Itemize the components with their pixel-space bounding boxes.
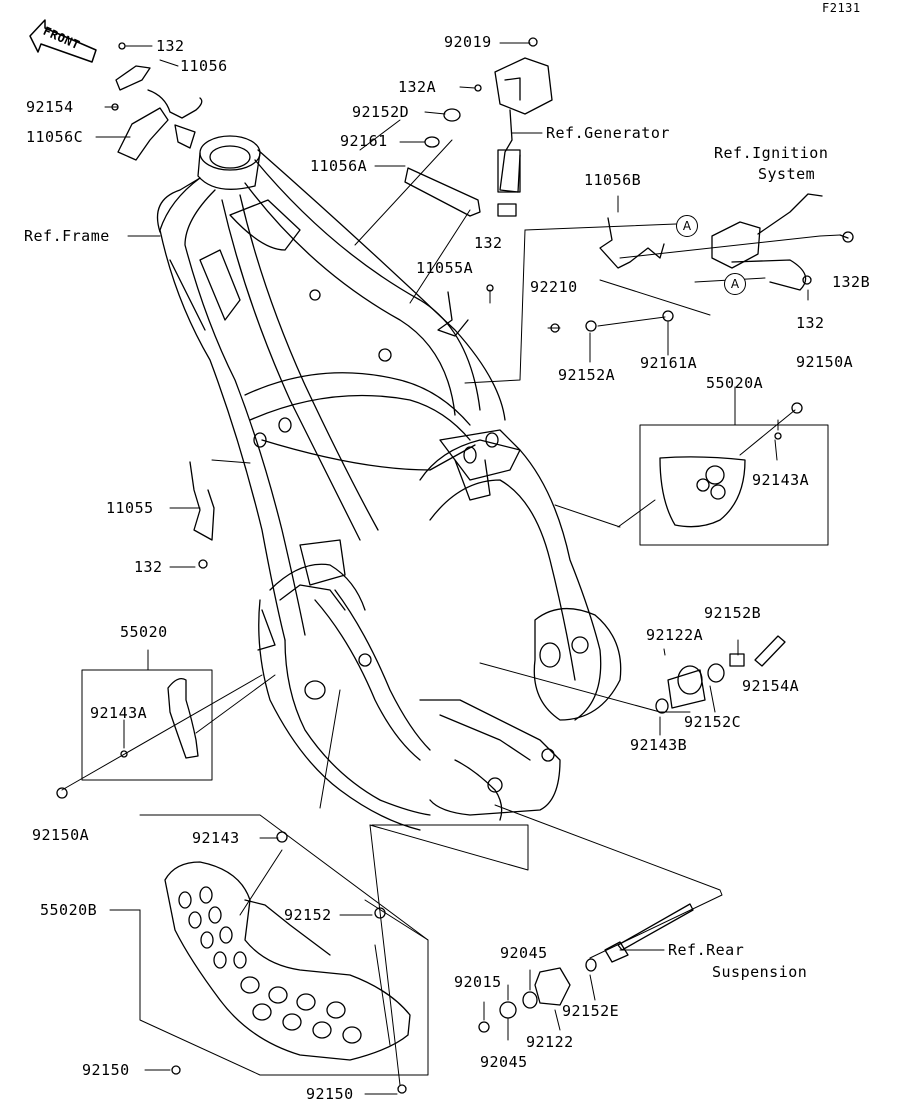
front-arrow-icon	[29, 19, 97, 63]
label-92152C: 92152C	[684, 713, 742, 731]
bracket-11055	[189, 461, 215, 569]
label-ref-ignition: Ref.Ignition	[714, 144, 829, 162]
label-92152A: 92152A	[558, 366, 616, 384]
generator-connector	[424, 37, 553, 217]
label-ref-ignition-system: System	[758, 165, 816, 183]
label-11056A: 11056A	[310, 157, 368, 175]
label-92150A-top: 92150A	[796, 353, 854, 371]
bracket-11055A	[437, 291, 469, 337]
callout-a-upper: A	[676, 215, 698, 237]
label-ref-generator: Ref.Generator	[546, 124, 670, 142]
bracket-11056	[111, 42, 203, 161]
pivot-hardware	[655, 635, 786, 714]
label-11056: 11056	[180, 57, 228, 75]
label-92122A: 92122A	[646, 626, 704, 644]
label-92154: 92154	[26, 98, 74, 116]
label-55020A: 55020A	[706, 374, 764, 392]
label-132B: 132B	[832, 273, 871, 291]
label-92161A: 92161A	[640, 354, 698, 372]
label-92045-bottom: 92045	[480, 1053, 528, 1071]
label-92019: 92019	[444, 33, 492, 51]
label-92150-left: 92150	[82, 1061, 130, 1079]
label-92152: 92152	[284, 906, 332, 924]
bracket-11056B	[486, 217, 674, 333]
label-92143A-left: 92143A	[90, 704, 148, 722]
plate-11056A	[404, 167, 481, 217]
label-92143B: 92143B	[630, 736, 688, 754]
callout-a-lower: A	[724, 273, 746, 295]
label-92161: 92161	[340, 132, 388, 150]
frame-outline	[156, 135, 622, 831]
guard-55020A	[659, 402, 803, 528]
label-ref-rear: Ref.Rear	[668, 941, 745, 959]
leader-lines	[61, 42, 841, 1095]
label-11055A: 11055A	[416, 259, 474, 277]
label-11056C: 11056C	[26, 128, 84, 146]
label-132-mid: 132	[474, 234, 503, 252]
label-55020: 55020	[120, 623, 168, 641]
label-132A: 132A	[398, 78, 437, 96]
label-92152D: 92152D	[352, 103, 410, 121]
label-92045-top: 92045	[500, 944, 548, 962]
label-92015: 92015	[454, 973, 502, 991]
label-92150-bottom: 92150	[306, 1085, 354, 1103]
label-92122: 92122	[526, 1033, 574, 1051]
label-92154A: 92154A	[742, 677, 800, 695]
label-92152B: 92152B	[704, 604, 762, 622]
skid-plate-55020B	[164, 831, 411, 1094]
guard-55020	[56, 677, 199, 799]
ignition-coil	[711, 193, 854, 291]
label-92150A-left: 92150A	[32, 826, 90, 844]
label-ref-frame: Ref.Frame	[24, 227, 110, 245]
label-92210: 92210	[530, 278, 578, 296]
label-132-right: 132	[796, 314, 825, 332]
label-ref-rear-suspension: Suspension	[712, 963, 808, 981]
label-11055: 11055	[106, 499, 154, 517]
label-11056B: 11056B	[584, 171, 642, 189]
label-92152E: 92152E	[562, 1002, 620, 1020]
label-132-top: 132	[156, 37, 185, 55]
label-92143: 92143	[192, 829, 240, 847]
figure-code: F2131	[822, 1, 861, 15]
label-55020B: 55020B	[40, 901, 98, 919]
label-92143A-right: 92143A	[752, 471, 810, 489]
label-132-left: 132	[134, 558, 163, 576]
